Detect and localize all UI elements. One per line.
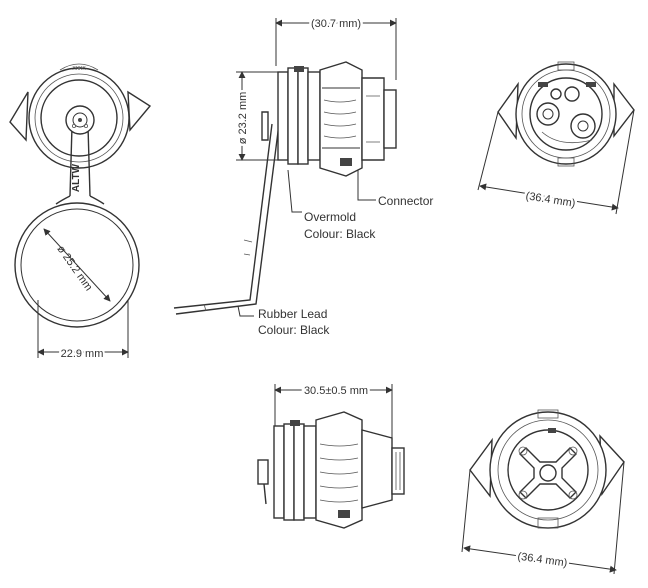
callout-rubber-lead-colour: Colour: Black (258, 323, 330, 337)
protective-cap-view: XXXX ALTW ø 25.2 mm 22.9 mm (9, 63, 152, 362)
callout-connector: Connector (378, 194, 433, 208)
svg-text:XXXX: XXXX (72, 66, 86, 72)
receptacle-face-width-dimension: (36.4 mm) (517, 551, 568, 570)
callout-rubber-lead: Rubber Lead (258, 307, 327, 321)
connector-side-view: (30.7 mm) ø 23.2 mm (173, 16, 397, 317)
connector-face-view: (36.4 mm) (477, 61, 635, 215)
callout-overmold-colour: Colour: Black (304, 227, 376, 241)
connector-diameter-dimension: ø 23.2 mm (237, 92, 249, 145)
connector-top-width-dimension: (30.7 mm) (311, 18, 361, 30)
cap-width-dimension: 22.9 mm (61, 348, 104, 360)
receptacle-width-dimension: 30.5±0.5 mm (304, 385, 368, 397)
receptacle-side-view: 30.5±0.5 mm (257, 383, 405, 529)
callout-overmold: Overmold (304, 210, 356, 224)
receptacle-face-view: (36.4 mm) (461, 409, 625, 575)
cap-brand-mark: ALTW (71, 163, 82, 192)
connector-face-width-dimension: (36.4 mm) (525, 190, 576, 210)
